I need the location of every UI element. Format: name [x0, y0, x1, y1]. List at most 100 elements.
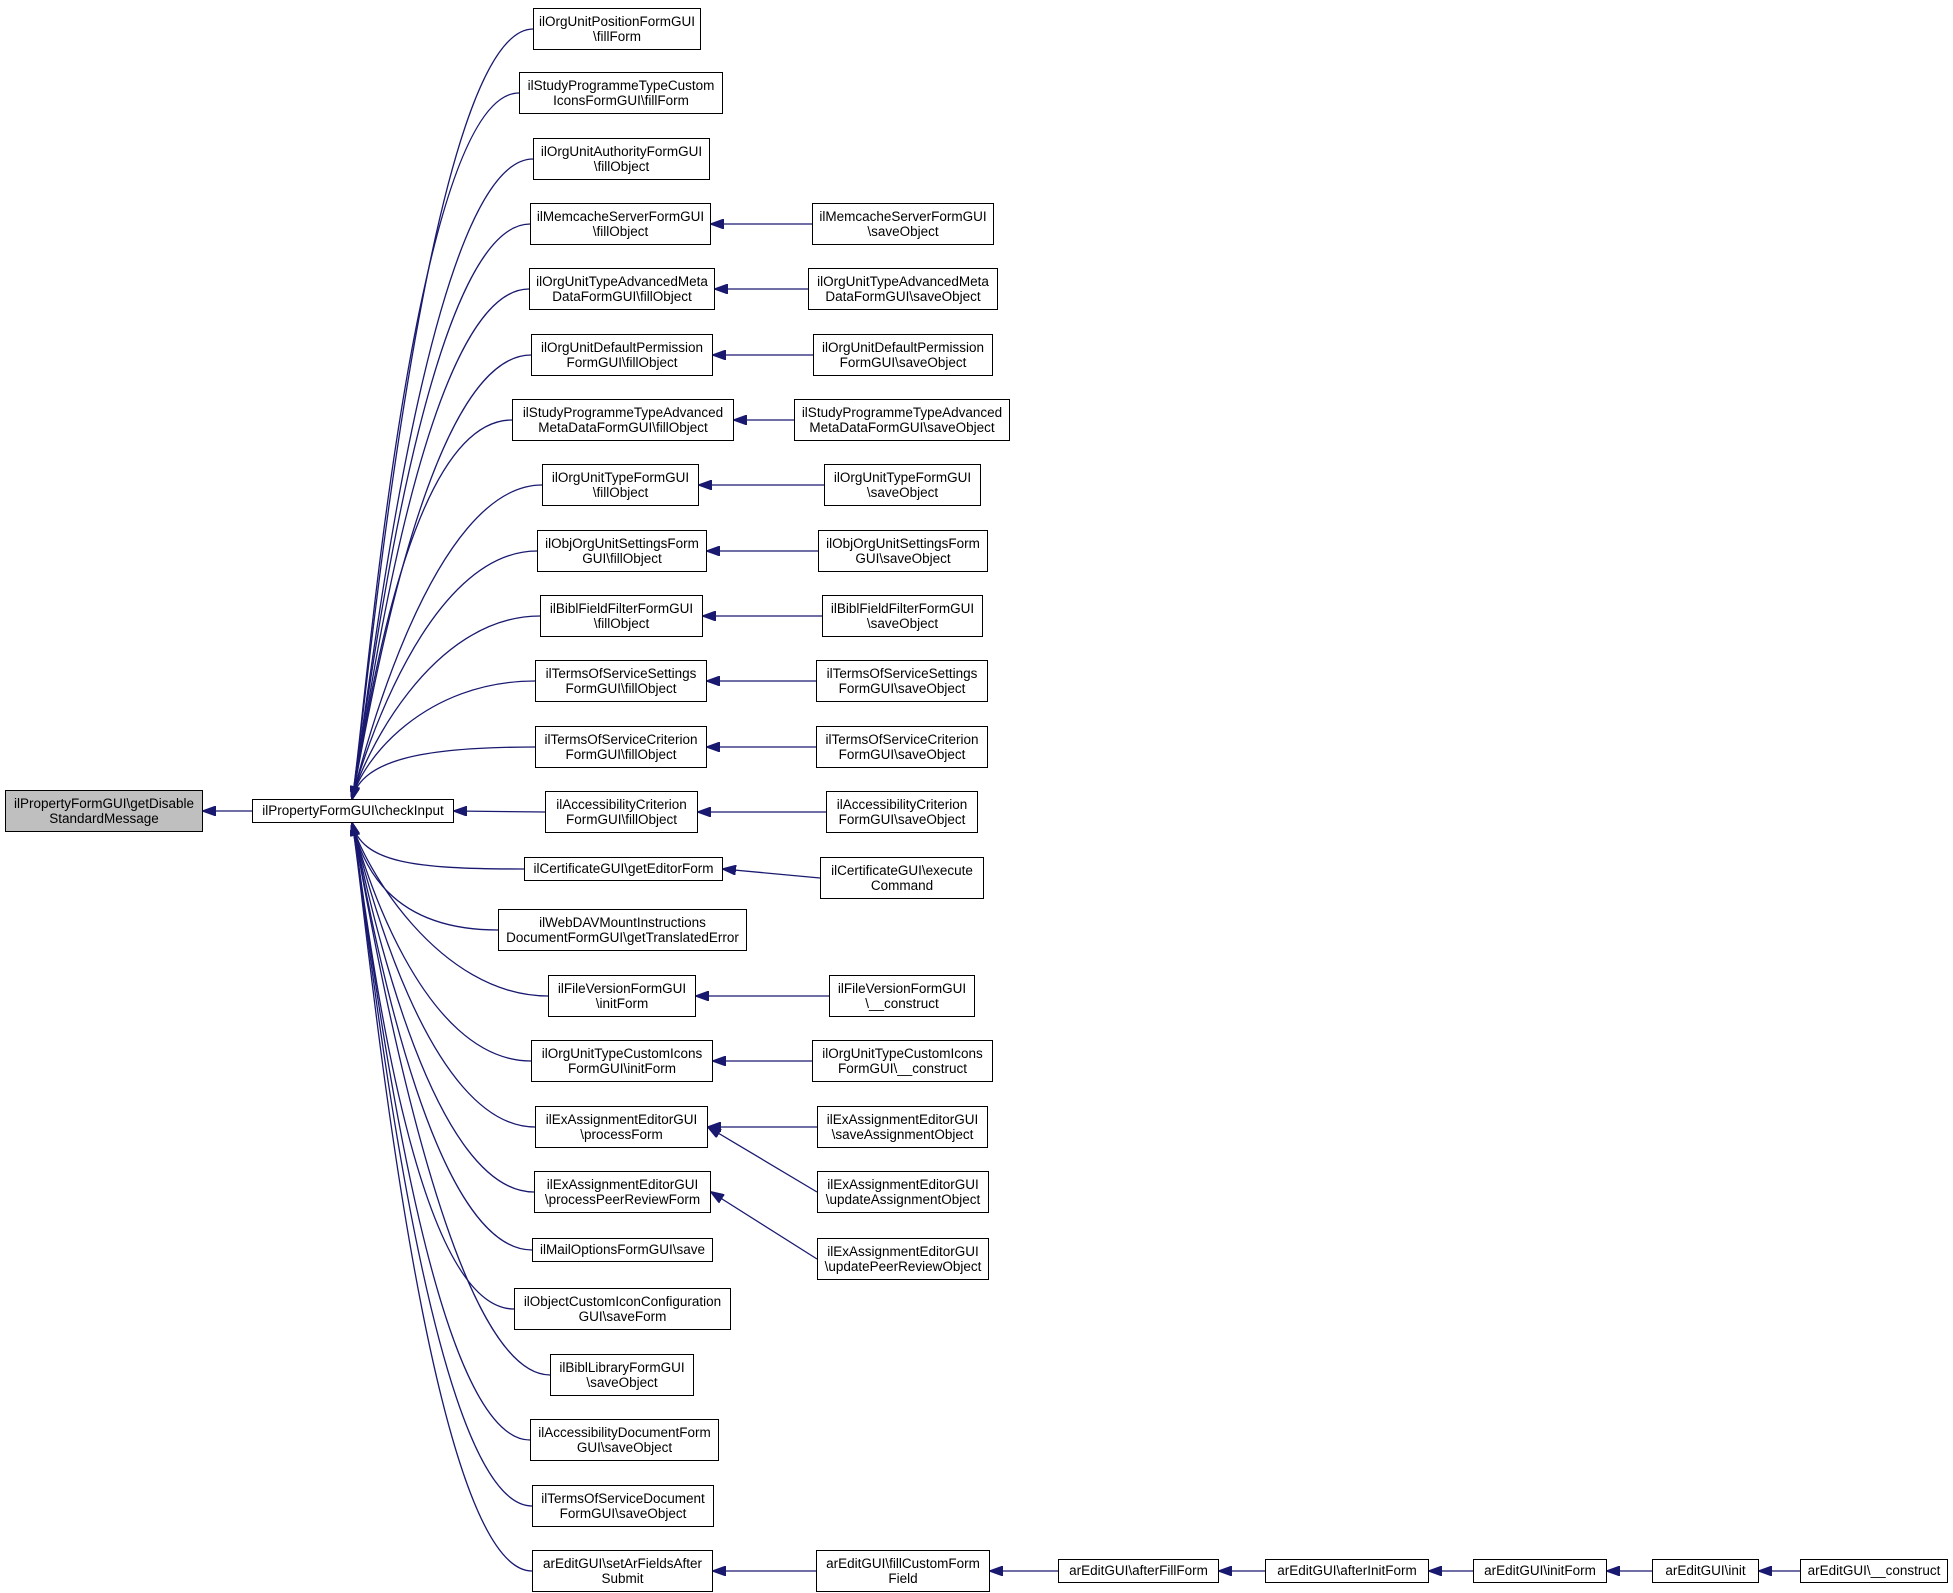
node-label-line: GUI\saveObject: [855, 551, 951, 566]
edge-c16-to-checkInput: [352, 823, 549, 997]
node-label-line: Command: [870, 878, 934, 893]
node-label-line: FormGUI\__construct: [837, 1061, 968, 1076]
node-label-line: ilStudyProgrammeTypeCustom: [527, 77, 715, 93]
node-label-line: FormGUI\fillObject: [565, 812, 677, 827]
node-c22[interactable]: ilBiblLibraryFormGUI\saveObject: [550, 1354, 694, 1396]
node-d4[interactable]: ilMemcacheServerFormGUI\saveObject: [812, 203, 994, 245]
edge-c22-to-checkInput: [352, 823, 551, 1376]
node-d8[interactable]: ilOrgUnitTypeFormGUI\saveObject: [824, 464, 981, 506]
node-d16[interactable]: ilFileVersionFormGUI\__construct: [829, 975, 975, 1017]
node-c8[interactable]: ilOrgUnitTypeFormGUI\fillObject: [542, 464, 699, 506]
node-c16[interactable]: ilFileVersionFormGUI\initForm: [548, 975, 696, 1017]
node-e5[interactable]: arEditGUI\init: [1652, 1559, 1759, 1583]
node-label-line: \processForm: [580, 1127, 663, 1142]
node-label-line: ilExAssignmentEditorGUI: [826, 1111, 979, 1127]
node-label-line: ilOrgUnitTypeCustomIcons: [822, 1045, 983, 1061]
node-c20[interactable]: ilMailOptionsFormGUI\save: [532, 1238, 713, 1262]
node-label-line: ilStudyProgrammeTypeAdvanced: [522, 404, 724, 420]
node-e4[interactable]: arEditGUI\initForm: [1473, 1559, 1607, 1583]
node-label-line: Submit: [601, 1571, 644, 1586]
node-label-line: \fillObject: [593, 159, 650, 174]
node-label-line: ilOrgUnitDefaultPermission: [821, 339, 985, 355]
node-label-line: ilTermsOfServiceSettings: [545, 665, 697, 681]
node-label-line: FormGUI\saveObject: [559, 1506, 687, 1521]
edge-c2-to-checkInput: [352, 92, 520, 799]
node-label-line: ilOrgUnitAuthorityFormGUI: [540, 143, 703, 159]
node-d19[interactable]: ilExAssignmentEditorGUI\updatePeerReview…: [817, 1238, 989, 1280]
edge-c7-to-checkInput: [352, 419, 513, 799]
edge-c3-to-checkInput: [352, 158, 534, 799]
node-label-line: ilBiblLibraryFormGUI: [559, 1359, 685, 1375]
edge-d19-to-c19: [711, 1192, 818, 1260]
edge-c6-to-checkInput: [352, 354, 532, 799]
node-e6[interactable]: arEditGUI\__construct: [1800, 1559, 1948, 1583]
node-d10[interactable]: ilBiblFieldFilterFormGUI\saveObject: [822, 595, 983, 637]
node-label-line: FormGUI\saveObject: [838, 747, 966, 762]
node-c18[interactable]: ilExAssignmentEditorGUI\processForm: [535, 1106, 708, 1148]
node-c1[interactable]: ilOrgUnitPositionFormGUI\fillForm: [533, 8, 701, 50]
node-label-line: ilOrgUnitPositionFormGUI: [538, 13, 696, 29]
node-label-line: ilPropertyFormGUI\checkInput: [262, 803, 444, 819]
node-label-line: ilOrgUnitTypeFormGUI: [551, 469, 690, 485]
node-label-line: ilOrgUnitTypeAdvancedMeta: [817, 273, 989, 289]
node-label-line: \fillForm: [593, 29, 641, 44]
node-label-line: ilPropertyFormGUI\getDisable: [13, 795, 195, 811]
node-label-line: \__construct: [865, 996, 939, 1011]
node-label-line: ilOrgUnitTypeFormGUI: [833, 469, 972, 485]
edge-c14-to-checkInput: [352, 823, 525, 870]
node-d18a[interactable]: ilExAssignmentEditorGUI\saveAssignmentOb…: [817, 1106, 988, 1148]
node-label-line: GUI\saveObject: [576, 1440, 673, 1455]
node-checkInput[interactable]: ilPropertyFormGUI\checkInput: [252, 799, 454, 823]
node-label-line: \fillObject: [592, 224, 649, 239]
node-label-line: \processPeerReviewForm: [544, 1192, 701, 1207]
node-label-line: MetaDataFormGUI\saveObject: [809, 420, 995, 435]
node-e3[interactable]: arEditGUI\afterInitForm: [1265, 1559, 1429, 1583]
node-label-line: \fillObject: [593, 616, 650, 631]
node-c19[interactable]: ilExAssignmentEditorGUI\processPeerRevie…: [534, 1171, 711, 1213]
node-label-line: StandardMessage: [49, 811, 159, 826]
node-d18b[interactable]: ilExAssignmentEditorGUI\updateAssignment…: [817, 1171, 989, 1213]
node-label-line: \initForm: [595, 996, 649, 1011]
node-label-line: ilFileVersionFormGUI: [557, 980, 687, 996]
edge-d18b-to-c18: [708, 1127, 818, 1193]
node-label-line: FormGUI\saveObject: [838, 812, 966, 827]
edge-c9-to-checkInput: [352, 550, 538, 799]
node-label-line: IconsFormGUI\fillForm: [553, 93, 689, 108]
node-label-line: GUI\fillObject: [582, 551, 662, 566]
node-label-line: DataFormGUI\saveObject: [825, 289, 981, 304]
node-c14[interactable]: ilCertificateGUI\getEditorForm: [524, 857, 723, 881]
node-label-line: ilObjOrgUnitSettingsForm: [545, 535, 699, 551]
node-label-line: \saveAssignmentObject: [831, 1127, 974, 1142]
node-c4[interactable]: ilMemcacheServerFormGUI\fillObject: [530, 203, 711, 245]
node-c10[interactable]: ilBiblFieldFilterFormGUI\fillObject: [540, 595, 703, 637]
node-label-line: ilCertificateGUI\getEditorForm: [533, 861, 714, 877]
node-label-line: ilTermsOfServiceSettings: [826, 665, 978, 681]
node-e2[interactable]: arEditGUI\afterFillForm: [1058, 1559, 1219, 1583]
node-c3[interactable]: ilOrgUnitAuthorityFormGUI\fillObject: [533, 138, 710, 180]
